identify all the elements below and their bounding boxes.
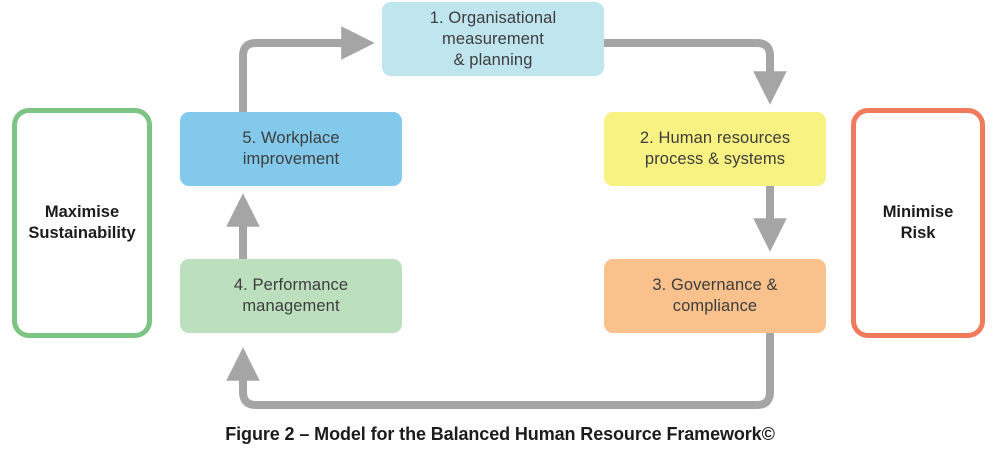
- process-node-performance-management[interactable]: 4. Performance management: [180, 259, 402, 333]
- process-node-3-label: 3. Governance & compliance: [652, 276, 778, 315]
- connector-5-to-1: [239, 26, 375, 112]
- outcome-panel-maximise-sustainability: Maximise Sustainability: [12, 108, 152, 338]
- connector-3-to-4: [226, 333, 774, 409]
- process-node-5-label: 5. Workplace improvement: [242, 129, 340, 168]
- process-node-4-label: 4. Performance management: [233, 276, 349, 315]
- process-node-2-label: 2. Human resources process & systems: [639, 129, 791, 168]
- process-node-organisational-measurement-planning[interactable]: 1. Organisational measurement & planning: [382, 2, 604, 76]
- process-node-human-resources-process-systems[interactable]: 2. Human resources process & systems: [604, 112, 826, 186]
- outcome-right-label: Minimise Risk: [882, 203, 954, 242]
- connector-1-to-2: [604, 39, 787, 105]
- process-node-1-label: 1. Organisational measurement & planning: [429, 8, 557, 69]
- figure-caption: Figure 2 – Model for the Balanced Human …: [225, 424, 775, 444]
- outcome-panel-minimise-risk: Minimise Risk: [851, 108, 985, 338]
- process-node-governance-compliance[interactable]: 3. Governance & compliance: [604, 259, 826, 333]
- outcome-left-label: Maximise Sustainability: [28, 203, 136, 242]
- process-node-workplace-improvement[interactable]: 5. Workplace improvement: [180, 112, 402, 186]
